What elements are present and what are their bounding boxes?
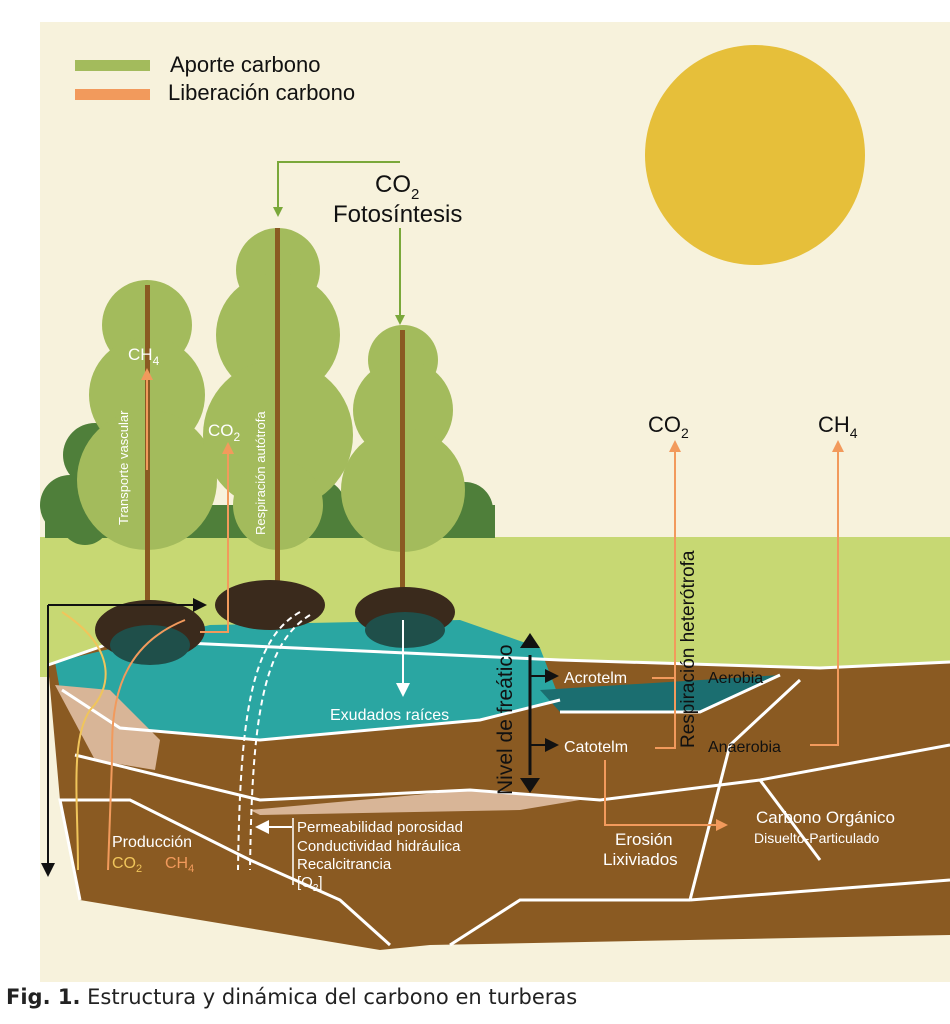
gradient-curve-2 — [249, 614, 311, 871]
root-exudates-label: Exudados raíces — [330, 707, 449, 724]
tree-middle — [203, 228, 353, 598]
factor-permeability: Permeabilidad porosidad — [297, 819, 463, 836]
anaerobic-label: Anaerobia — [708, 739, 781, 756]
factor-oxygen: [O2] — [297, 874, 323, 894]
legend: Aporte carbono Liberación carbono — [75, 52, 355, 105]
figure-caption: Fig. 1. Estructura y dinámica del carbon… — [6, 985, 577, 1009]
acrotelm-label: Acrotelm — [564, 670, 627, 687]
autotrophic-arrow — [200, 442, 234, 633]
production-co2-label: CO2 — [112, 855, 142, 875]
anaerobic-ch4-arrow — [810, 440, 844, 746]
co2-production-curve — [61, 611, 107, 871]
sun — [645, 45, 865, 265]
ch4-right-label: CH4 — [818, 412, 858, 441]
catotelm-label: Catotelm — [564, 739, 628, 756]
carbon-peatland-diagram: Aporte carbono Liberación carbono CO2 Fo… — [40, 22, 950, 982]
legend-release-label: Liberación carbono — [168, 80, 355, 105]
erosion-label: Erosión — [615, 830, 673, 849]
aerobic-label: Aerobia — [708, 670, 763, 687]
factor-recalcitrance: Recalcitrancia — [297, 856, 392, 873]
photosynthesis-label: Fotosíntesis — [333, 201, 462, 228]
photosynthesis-arrows — [273, 161, 405, 325]
dissolved-carbon-label-1: Carbono Orgánico — [756, 808, 895, 827]
water-table-arrow-down — [520, 778, 540, 793]
erosion-arrow — [604, 760, 728, 831]
dissolved-carbon-label-2: Disuelto-Particulado — [754, 830, 879, 846]
legend-release-swatch — [75, 89, 150, 100]
co2-tree-label: CO2 — [208, 421, 241, 444]
water-table-label: Nivel de freático — [494, 644, 517, 795]
legend-input-swatch — [75, 60, 150, 71]
gradient-curve-1 — [237, 611, 301, 871]
co2-top-label: CO2 — [375, 171, 419, 203]
co2-right-label: CO2 — [648, 412, 689, 441]
production-label: Producción — [112, 834, 192, 851]
autotrophic-respiration-label: Respiración autótrofa — [253, 411, 268, 535]
leachates-label: Lixiviados — [603, 850, 678, 869]
heterotrophic-arrow — [655, 440, 681, 749]
tree-right — [341, 325, 465, 600]
water-table-arrow-up — [520, 633, 540, 648]
caption-label: Fig. 1. — [6, 985, 81, 1009]
ch4-tree-label: CH4 — [128, 345, 160, 368]
heterotrophic-respiration-label: Respiración heterótrofa — [678, 550, 699, 748]
tree-left — [77, 280, 217, 605]
production-ch4-label: CH4 — [165, 855, 194, 875]
factor-conductivity: Conductividad hidráulica — [297, 838, 461, 855]
legend-input-label: Aporte carbono — [170, 52, 320, 77]
ch4-production-curve — [107, 619, 186, 871]
vascular-transport-label: Transporte vascular — [116, 410, 131, 525]
root-balls — [95, 580, 455, 665]
caption-text: Estructura y dinámica del carbono en tur… — [80, 985, 578, 1009]
